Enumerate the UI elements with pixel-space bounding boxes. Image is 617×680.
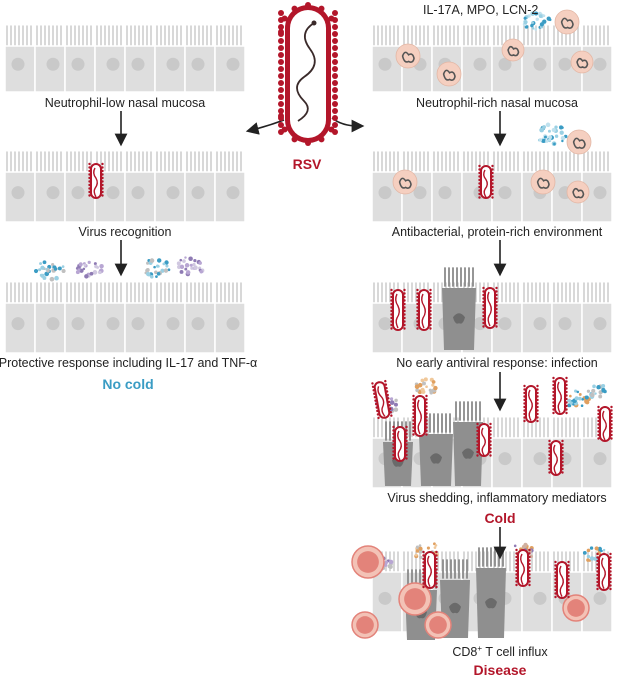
epithelium-right-3 [371, 282, 613, 354]
outcome-cold: Cold [484, 510, 516, 526]
neutrophil [566, 129, 592, 155]
virus-particle [88, 162, 104, 199]
virus-layer [88, 162, 613, 599]
cd8-label: CD8 [452, 645, 478, 660]
virus-particle [554, 560, 570, 599]
neutrophil [570, 50, 594, 74]
t-cell [562, 594, 590, 622]
neutrophil [395, 43, 421, 69]
t-cell-influx-label: T cell influx [482, 645, 548, 660]
epithelium-left-3 [4, 282, 246, 354]
neutrophil [436, 61, 462, 87]
virus-particle [515, 548, 531, 587]
cytokine-cloud [567, 389, 591, 408]
cytokine-cloud [75, 260, 104, 279]
cytokine-cloud [176, 256, 205, 277]
virus-particle [548, 439, 564, 476]
caption-left-3: Protective response including IL-17 and … [0, 356, 258, 370]
virus-particle [552, 376, 568, 415]
neutrophil [530, 169, 556, 195]
virus-particle [478, 164, 494, 199]
virus-particle [422, 550, 438, 589]
infected-cell [419, 413, 453, 486]
neutrophil [554, 9, 580, 35]
virus-particle [523, 384, 539, 423]
virus-particle [476, 422, 492, 457]
virus-particle [392, 425, 408, 462]
virus-particle [596, 552, 612, 591]
t-cell [398, 582, 432, 616]
neutrophil-layer [351, 9, 594, 639]
infected-cell [453, 401, 483, 486]
caption-right-1: Neutrophil-rich nasal mucosa [416, 96, 578, 110]
caption-right-3: No early antiviral response: infection [396, 356, 598, 370]
header-mediators: IL-17A, MPO, LCN-2 [423, 3, 539, 17]
virus-particle [416, 288, 432, 331]
caption-left-1: Neutrophil-low nasal mucosa [44, 96, 206, 110]
cd8-superscript: + [477, 644, 483, 653]
t-cell [351, 611, 379, 639]
caption-left-2: Virus recognition [78, 225, 172, 239]
rsv-virus-icon [278, 2, 338, 146]
cytokine-cloud [144, 258, 171, 279]
neutrophil [392, 169, 418, 195]
virus-particle [412, 394, 428, 437]
caption-right-2: Antibacterial, protein-rich environment [391, 225, 603, 239]
t-cell [351, 545, 385, 579]
caption-right-4: Virus shedding, inflammatory mediators [387, 491, 607, 505]
infected-cell [476, 547, 506, 638]
t-cell [424, 611, 452, 639]
outcome-no-cold: No cold [102, 376, 154, 392]
rsv-label: RSV [292, 156, 322, 172]
epithelium-left-2 [4, 151, 246, 223]
neutrophil [501, 38, 525, 62]
virus-particle [482, 286, 498, 329]
caption-right-5: CD8+ T cell influx [452, 644, 547, 659]
virus-particle [371, 379, 393, 420]
cytokine-cloud [537, 122, 568, 147]
cytokine-cloud [414, 377, 438, 395]
neutrophil [566, 180, 590, 204]
epithelium-left-1 [4, 25, 246, 93]
virus-particle [390, 288, 406, 331]
cytokine-cloud [522, 11, 552, 31]
cytokine-layer [33, 11, 608, 574]
cytokine-cloud [33, 260, 66, 282]
infected-cell [442, 267, 476, 350]
virus-particle [597, 405, 613, 442]
split-arrow-left [245, 119, 285, 135]
outcome-disease: Disease [473, 662, 527, 678]
cytokine-cloud [586, 384, 607, 399]
